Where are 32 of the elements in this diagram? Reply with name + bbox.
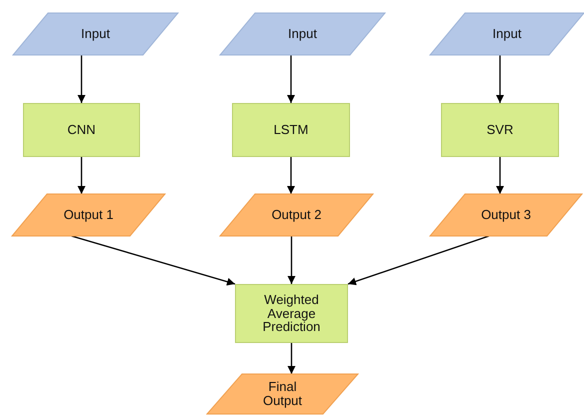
output-parallelogram (220, 194, 373, 236)
process-box (235, 284, 348, 343)
node-label: SVR (486, 123, 514, 137)
arrow (71, 235, 236, 286)
arrow (78, 157, 86, 194)
arrow (287, 55, 295, 103)
node-label: Output 2 (272, 208, 322, 222)
input-parallelogram (13, 13, 178, 55)
output-parallelogram (430, 194, 582, 236)
arrow (496, 55, 504, 103)
arrow (287, 157, 295, 194)
arrow (78, 55, 86, 103)
arrow (288, 236, 296, 284)
arrow (496, 157, 504, 194)
output-parallelogram (12, 194, 165, 236)
output-parallelogram (207, 374, 358, 414)
node-label: Weighted Average Prediction (262, 293, 322, 334)
node-label: Output 3 (481, 208, 531, 222)
node-label: CNN (67, 123, 96, 137)
node-label: Input (492, 27, 522, 41)
input-parallelogram (430, 13, 584, 55)
node-label: Output 1 (64, 208, 114, 222)
node-label: Input (288, 27, 317, 41)
process-box (441, 103, 559, 157)
node-label: LSTM (274, 123, 308, 137)
process-box (232, 103, 350, 157)
arrow (348, 235, 490, 286)
input-parallelogram (220, 13, 385, 55)
node-label: Final Output (262, 380, 304, 408)
arrow (288, 343, 296, 374)
process-box (23, 103, 140, 157)
node-label: Input (81, 27, 110, 41)
